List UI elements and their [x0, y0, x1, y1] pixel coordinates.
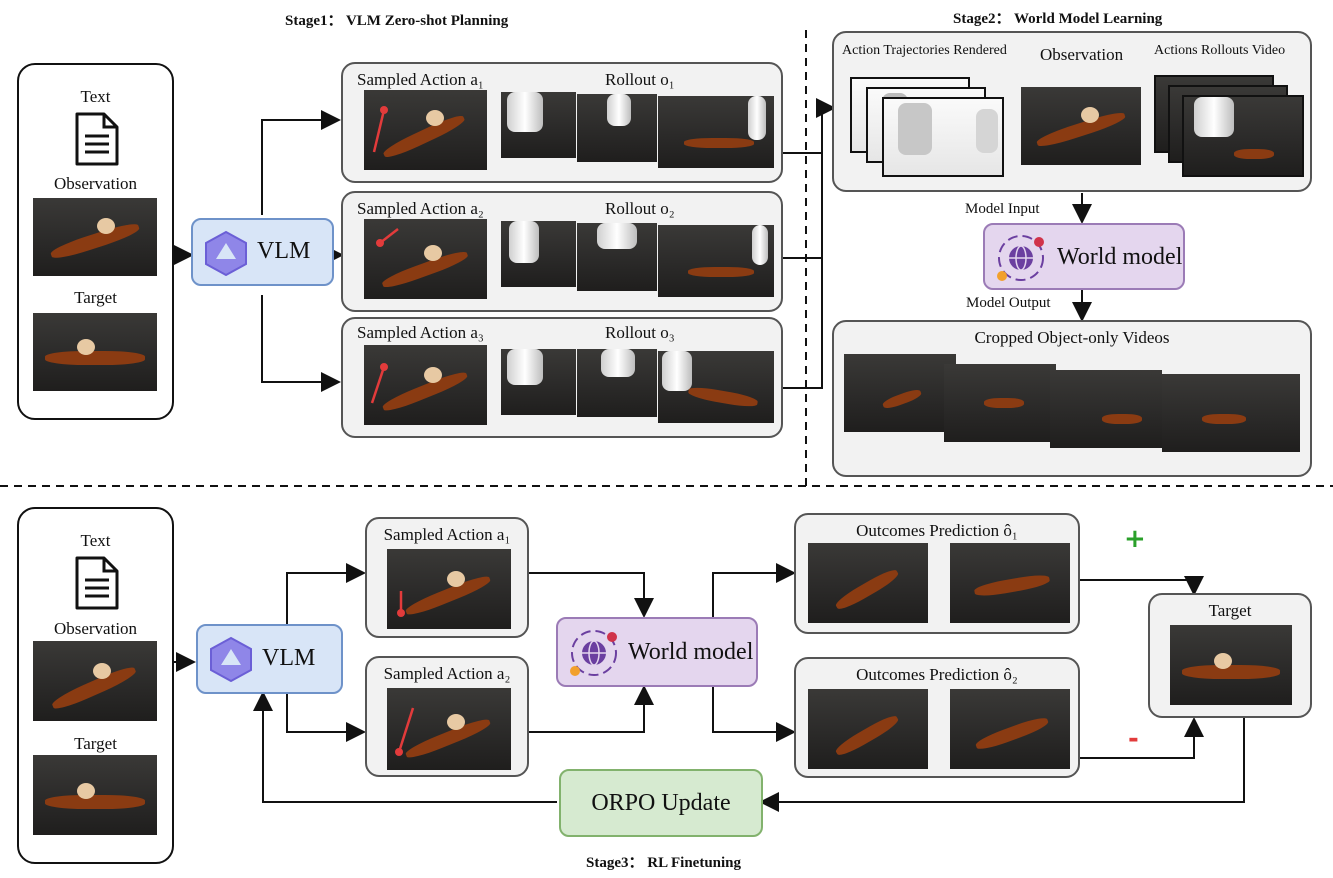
sampled-action-label: Sampled Action a₂: [357, 199, 484, 218]
stage1-row-1: Sampled Action a₁ Rollout o₁: [341, 62, 783, 183]
sampled-action-label: Sampled Action a₁: [383, 525, 511, 544]
vlm-block-stage3: VLM: [196, 624, 343, 694]
document-icon: [75, 112, 119, 166]
cropped-frame-1: [844, 354, 956, 432]
world-model-block-stage3: World model: [556, 617, 758, 687]
sampled-action-label: Sampled Action a₃: [357, 323, 484, 342]
model-input-label: Model Input: [965, 201, 1040, 217]
globe-icon: [997, 235, 1044, 281]
model-output-label: Model Output: [966, 295, 1051, 311]
cropped-frame-2: [944, 364, 1056, 442]
action-image: [387, 688, 511, 770]
rollout-frame-2: [577, 94, 657, 162]
target-label: Target: [1208, 601, 1252, 620]
rollouts-video-label: Actions Rollouts Video: [1154, 43, 1286, 58]
trajectory-frame: [882, 97, 1004, 177]
observation-label: Observation: [53, 174, 138, 193]
rollout-label: Rollout o₁: [605, 70, 675, 89]
sampled-action-label: Sampled Action a₁: [357, 70, 484, 89]
prediction-label: Outcomes Prediction ô₁: [856, 521, 1018, 540]
action-image: [364, 345, 487, 425]
stage3-action-1: Sampled Action a₁: [365, 517, 529, 638]
text-label: Text: [80, 87, 111, 106]
vlm-logo-icon: [210, 636, 252, 682]
rollout-label: Rollout o₂: [605, 199, 675, 218]
stage1-title: Stage1： VLM Zero-shot Planning: [285, 13, 509, 29]
observation-label: Observation: [53, 619, 138, 638]
cropped-frame-4: [1162, 374, 1300, 452]
rollout-label: Rollout o₃: [605, 323, 675, 342]
positive-sign: +: [1124, 524, 1146, 554]
rollout-frame-2: [577, 223, 657, 291]
cropped-videos-label: Cropped Object-only Videos: [974, 328, 1170, 347]
target-label: Target: [74, 288, 117, 307]
orpo-update-block: ORPO Update: [559, 769, 763, 837]
stage3-input-panel: Text Observation Target: [17, 507, 174, 864]
action-image: [364, 90, 487, 170]
stage2-observation-label: Observation: [1040, 45, 1124, 64]
stage2-observation-image: [1021, 87, 1141, 165]
world-model-label: World model: [628, 639, 754, 665]
world-model-label: World model: [1057, 244, 1183, 270]
document-icon: [75, 556, 119, 610]
prediction-image: [950, 689, 1070, 769]
globe-icon: [570, 630, 617, 676]
vlm-block-stage1: VLM: [191, 218, 334, 286]
vlm-label: VLM: [257, 238, 311, 264]
rollout-frame-1: [501, 92, 576, 158]
observation-image: [33, 641, 157, 721]
rollout-frame-3: [658, 225, 774, 297]
vlm-label: VLM: [262, 645, 316, 671]
stage3-title: Stage3： RL Finetuning: [586, 855, 742, 871]
stage3-target-panel: Target: [1148, 593, 1312, 718]
stage2-title: Stage2： World Model Learning: [953, 11, 1163, 27]
target-label: Target: [74, 734, 117, 753]
rollout-frame-3: [658, 351, 774, 423]
text-label: Text: [80, 531, 111, 550]
observation-image: [33, 198, 157, 276]
trajectory-label: Action Trajectories Rendered: [842, 43, 1007, 58]
prediction-panel-1: Outcomes Prediction ô₁: [794, 513, 1080, 634]
sampled-action-label: Sampled Action a₂: [383, 664, 511, 683]
stage1-input-panel: Text Observation Target: [17, 63, 174, 420]
rollout-frame-1: [501, 349, 576, 415]
cropped-videos-panel: Cropped Object-only Videos: [832, 320, 1312, 477]
negative-sign: -: [1128, 724, 1139, 754]
action-image: [387, 549, 511, 629]
prediction-label: Outcomes Prediction ô₂: [856, 665, 1018, 684]
vlm-logo-icon: [205, 230, 247, 276]
rollout-frame-3: [658, 96, 774, 168]
orpo-label: ORPO Update: [591, 790, 731, 816]
prediction-panel-2: Outcomes Prediction ô₂: [794, 657, 1080, 778]
prediction-image: [808, 543, 928, 623]
stage2-input-panel: Action Trajectories Rendered Observation…: [832, 31, 1312, 192]
prediction-image: [808, 689, 928, 769]
world-model-block-stage2: World model: [983, 223, 1185, 290]
stage1-row-3: Sampled Action a₃ Rollout o₃: [341, 317, 783, 438]
target-image: [1170, 625, 1292, 705]
rollout-frame-2: [577, 349, 657, 417]
target-image: [33, 755, 157, 835]
stage3-action-2: Sampled Action a₂: [365, 656, 529, 777]
video-frame: [1182, 95, 1304, 177]
prediction-image: [950, 543, 1070, 623]
target-image: [33, 313, 157, 391]
stage1-row-2: Sampled Action a₂ Rollout o₂: [341, 191, 783, 312]
cropped-frame-3: [1050, 370, 1162, 448]
action-image: [364, 219, 487, 299]
rollout-frame-1: [501, 221, 576, 287]
